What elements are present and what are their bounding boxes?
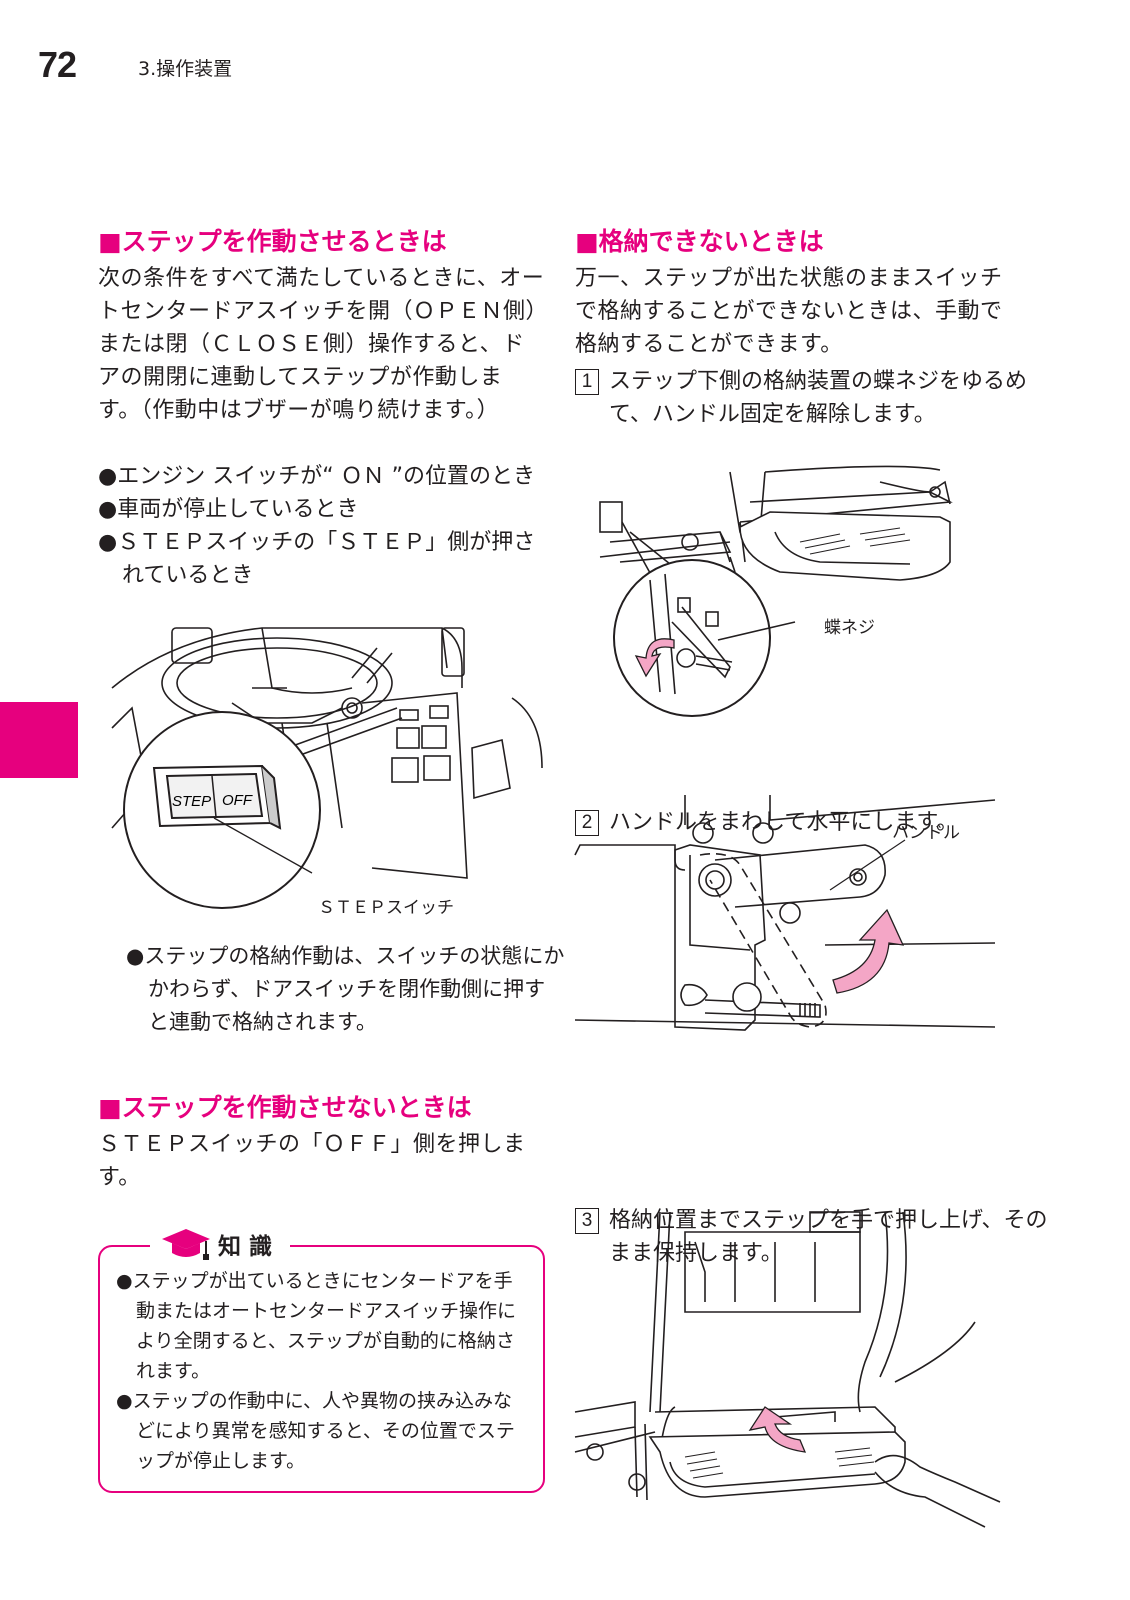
knowledge-box <box>98 1245 545 1493</box>
paragraph-operate-step: 次の条件をすべて満たしているときに、オートセンタードアスイッチを開（ＯＰＥＮ側）… <box>98 266 545 423</box>
switch-off-text: OFF <box>222 792 253 809</box>
wing-screw-figure <box>599 465 953 717</box>
step-number: 3 <box>575 1208 599 1234</box>
step-text: 格納位置までステップを手で押し上げ、そのまま保持します。 <box>609 1208 1048 1266</box>
knowledge-item: ●ステップが出ているときにセンタードアを手動またはオートセンタードアスイッチ操作… <box>116 1270 517 1382</box>
condition-item: ●エンジン スイッチが“ ＯＮ ”の位置のとき <box>98 464 535 489</box>
step-switch-figure: STEP OFF <box>111 627 543 909</box>
switch-step-text: STEP <box>172 793 211 810</box>
handle-figure <box>574 795 996 1031</box>
paragraph-disable-step: ＳＴＥＰスイッチの「ＯＦＦ」側を押します。 <box>98 1132 526 1190</box>
page-number: 72 <box>38 44 77 85</box>
knowledge-item: ●ステップの作動中に、人や異物の挟み込みなどにより異常を感知すると、その位置でス… <box>116 1390 515 1472</box>
knowledge-title-text: 知識 <box>218 1234 280 1260</box>
step-2: 2 ハンドルをまわして水平にします。 <box>575 806 1054 839</box>
heading-cannot-retract: ■格納できないときは <box>575 227 824 256</box>
condition-list: ●エンジン スイッチが“ ＯＮ ”の位置のとき ●車両が停止しているとき ●ＳＴ… <box>98 460 545 592</box>
step-text: ステップ下側の格納装置の蝶ネジをゆるめて、ハンドル固定を解除します。 <box>609 369 1028 427</box>
knowledge-title: 知識 <box>150 1227 290 1261</box>
chapter-tab <box>0 702 78 778</box>
condition-item: ●ＳＴＥＰスイッチの「ＳＴＥＰ」側が押されているとき <box>98 530 536 588</box>
step-number: 2 <box>575 810 599 836</box>
paragraph-cannot-retract: 万一、ステップが出た状態のままスイッチで格納することができないときは、手動で格納… <box>575 266 1003 357</box>
heading-disable-step: ■ステップを作動させないときは <box>98 1093 472 1122</box>
step-switch-label: ＳＴＥＰスイッチ <box>318 898 454 918</box>
push-step-figure <box>574 1211 1001 1528</box>
knowledge-list: ●ステップが出ているときにセンタードアを手動またはオートセンタードアスイッチ操作… <box>116 1266 528 1476</box>
condition-item: ●車両が停止しているとき <box>98 497 359 522</box>
step-3: 3 格納位置までステップを手で押し上げ、そのまま保持します。 <box>575 1204 1054 1270</box>
step-text: ハンドルをまわして水平にします。 <box>609 810 959 835</box>
wing-screw-label: 蝶ネジ <box>824 618 875 638</box>
chapter-title: 3.操作装置 <box>138 58 233 80</box>
step-1: 1 ステップ下側の格納装置の蝶ネジをゆるめて、ハンドル固定を解除します。 <box>575 365 1054 431</box>
heading-operate-step: ■ステップを作動させるときは <box>98 227 447 256</box>
step-number: 1 <box>575 369 599 395</box>
graduation-cap-icon <box>162 1229 210 1260</box>
note-retract: ●ステップの格納作動は、スイッチの状態にかかわらず、ドアスイッチを閉作動側に押す… <box>126 944 565 1034</box>
handle-label: ハンドル <box>892 823 960 843</box>
